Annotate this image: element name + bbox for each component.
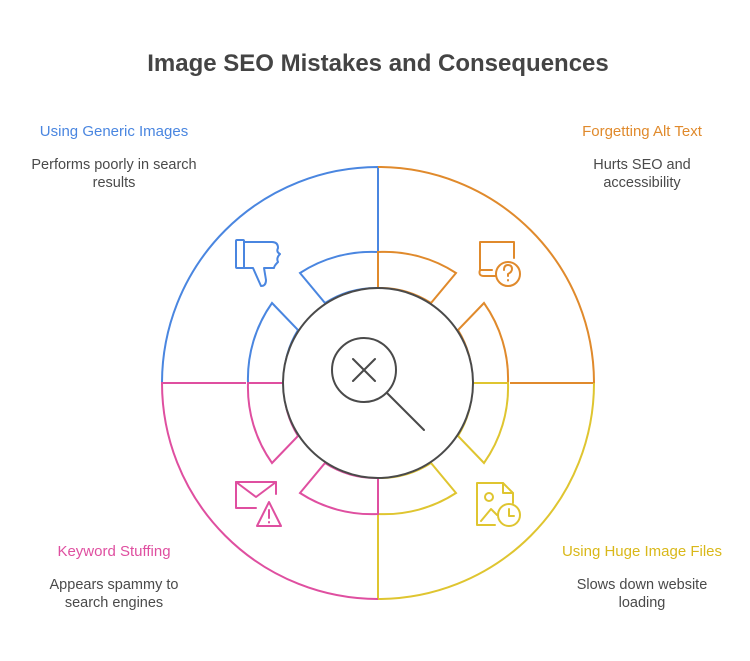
label-generic-images: Using Generic Images Performs poorly in … (0, 123, 234, 192)
heading-huge-files: Using Huge Image Files (561, 543, 723, 560)
heading-keyword-stuffing: Keyword Stuffing (57, 543, 171, 560)
outer-quadrant-huge-files (377, 382, 595, 601)
outer-quadrant-alt-text (377, 166, 596, 384)
description-keyword-stuffing: Appears spammy to search engines (49, 577, 179, 611)
magnifier-x-icon (331, 337, 425, 431)
description-huge-files: Slows down website loading (576, 577, 708, 611)
image-file-clock-icon (476, 482, 521, 527)
label-keyword-stuffing: Keyword Stuffing Appears spammy to searc… (0, 543, 234, 612)
mail-warning-icon (235, 481, 282, 527)
label-huge-files: Using Huge Image Files Slows down websit… (522, 543, 750, 612)
outer-quadrant-keyword-stuffing (160, 382, 379, 600)
heading-generic-images: Using Generic Images (39, 123, 189, 140)
description-alt-text: Hurts SEO and accessibility (593, 157, 691, 191)
outer-quadrant-generic-images (161, 165, 379, 384)
image-question-icon (478, 241, 521, 287)
thumbs-down-icon (235, 239, 281, 287)
heading-alt-text: Forgetting Alt Text (582, 123, 702, 140)
description-generic-images: Performs poorly in search results (31, 157, 197, 191)
center-hub (282, 287, 474, 479)
label-alt-text: Forgetting Alt Text Hurts SEO and access… (522, 123, 750, 192)
diagram-title: Image SEO Mistakes and Consequences (147, 50, 609, 77)
